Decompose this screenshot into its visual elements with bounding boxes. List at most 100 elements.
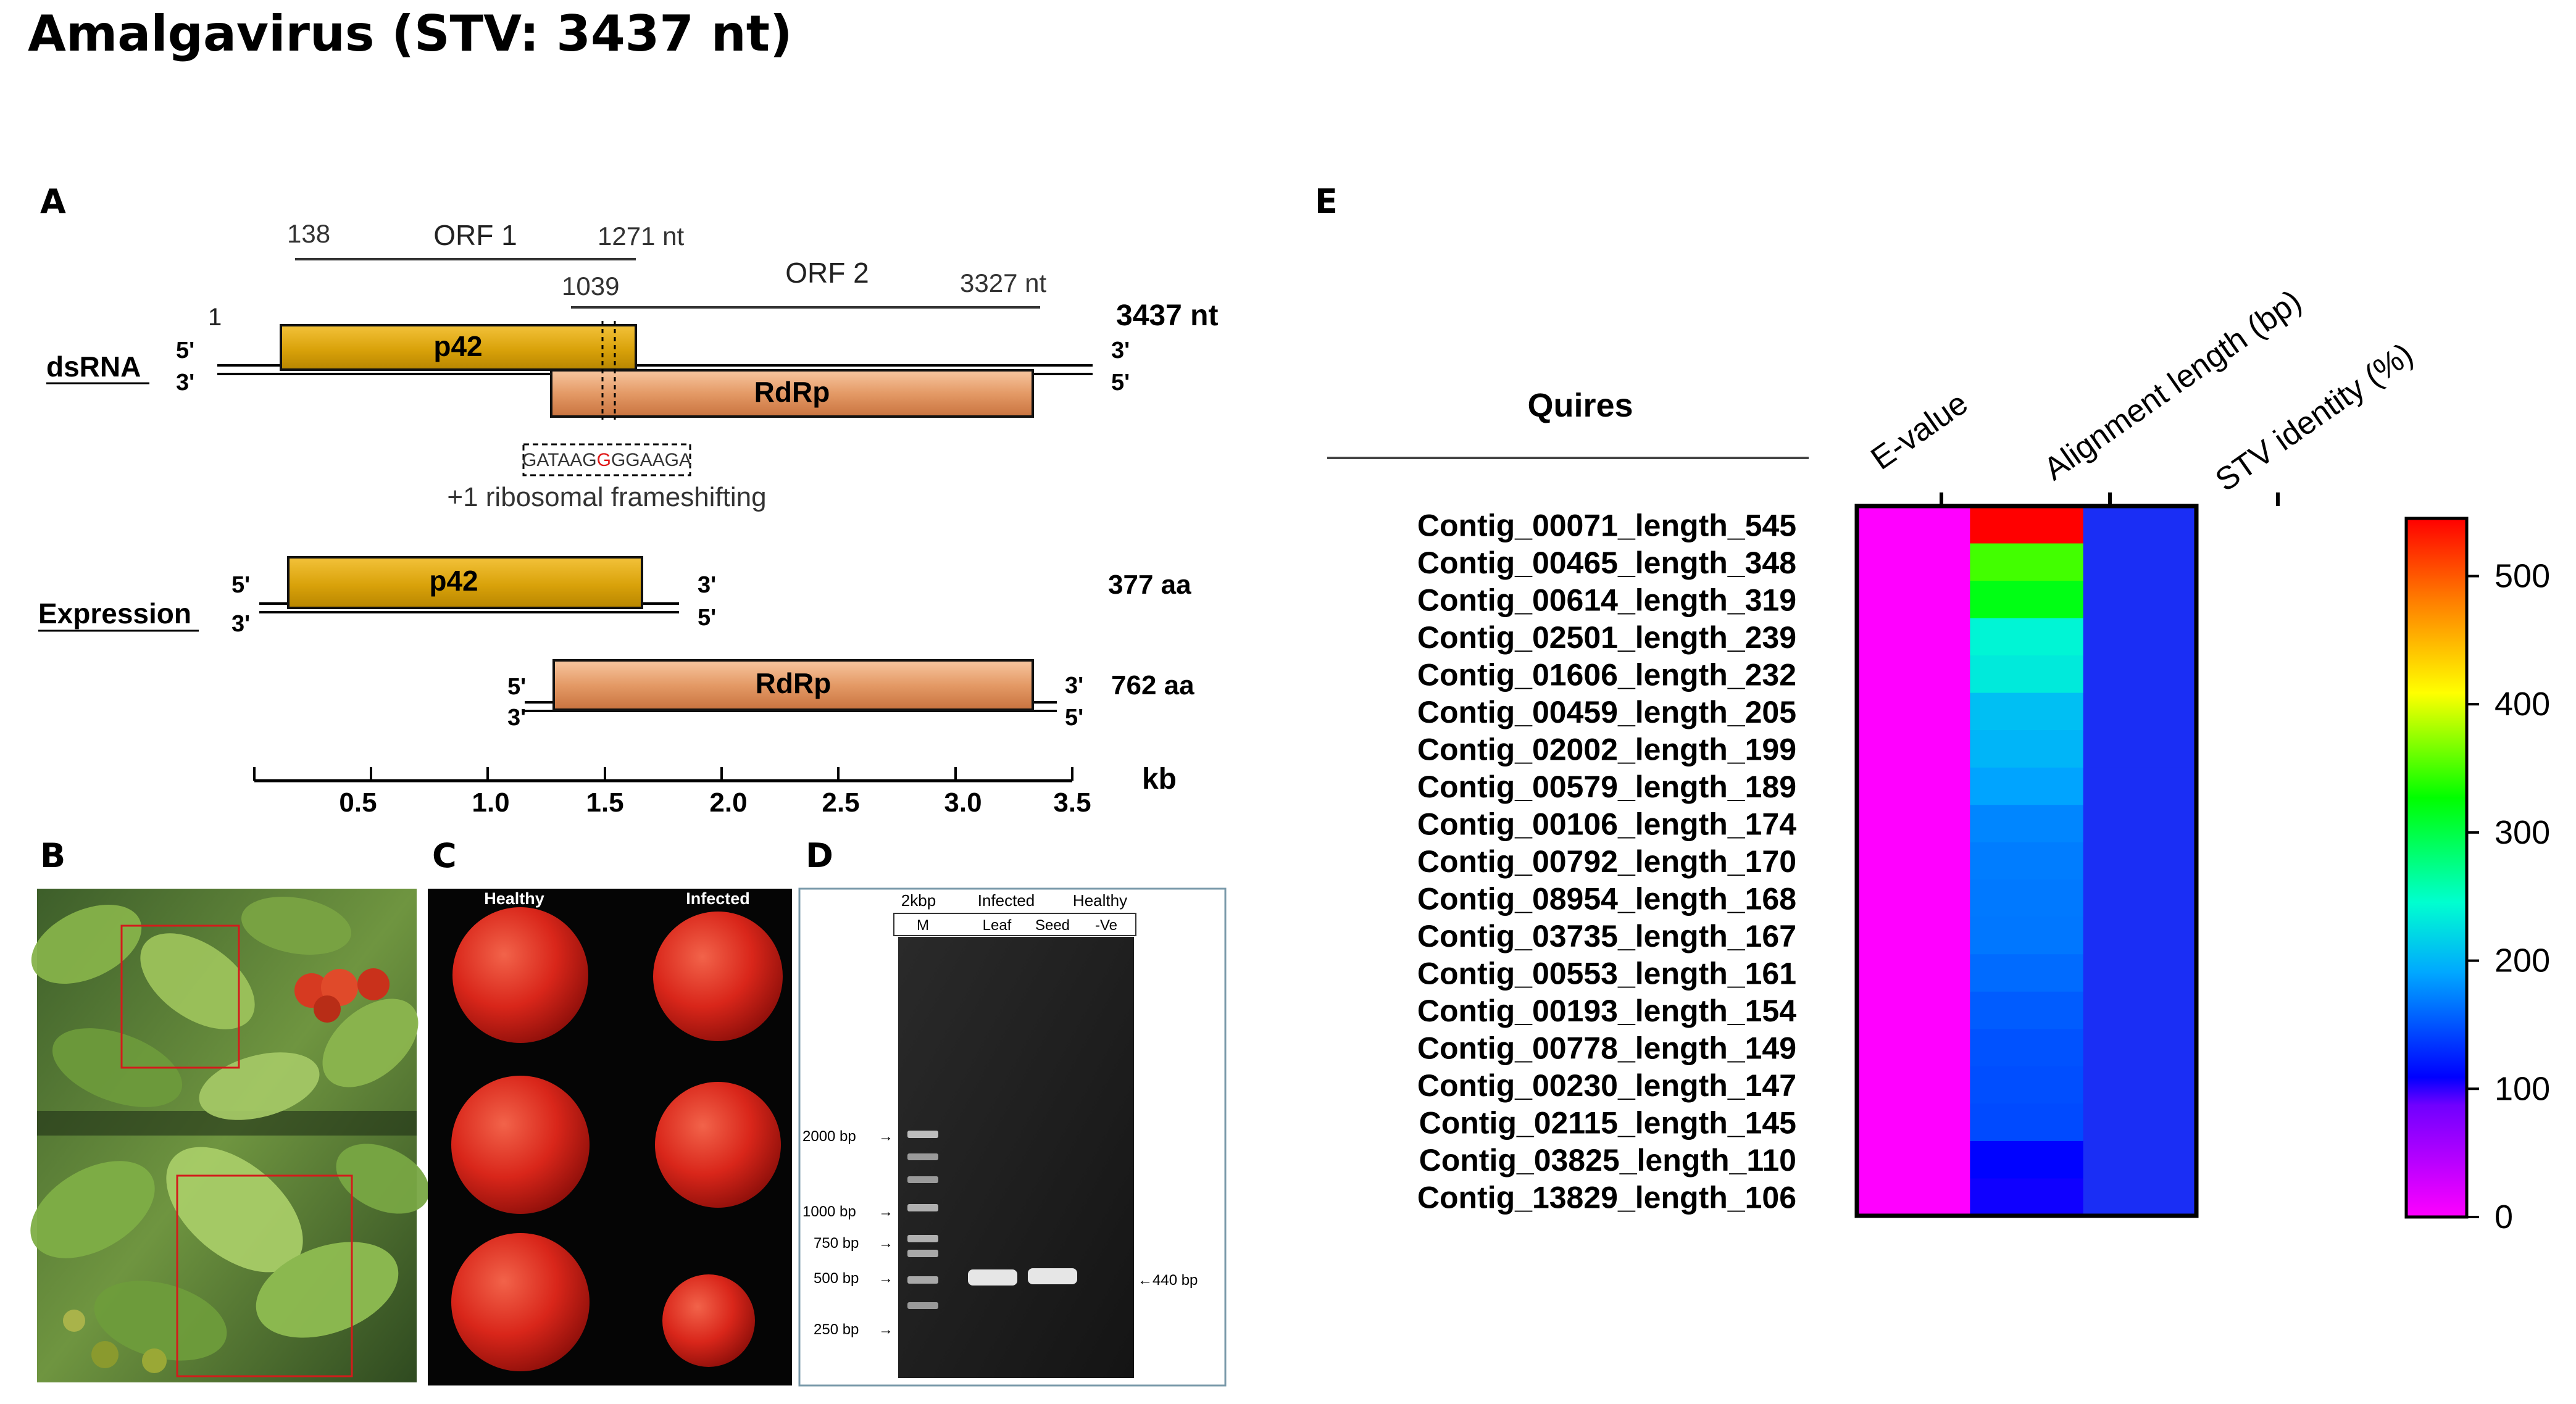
panel-d-label: D xyxy=(806,836,833,875)
row-label: Contig_03825_length_110 xyxy=(1419,1143,1796,1178)
gel-ladder-title: 2kbp xyxy=(901,891,936,910)
heatmap-cell-alignment-length xyxy=(1970,991,2084,1029)
row-label: Contig_00553_length_161 xyxy=(1417,957,1796,991)
ladder-arrow-1000: → xyxy=(878,1203,893,1220)
heatmap-cell-evalue xyxy=(1857,916,1970,955)
row-label: Contig_00106_length_174 xyxy=(1417,807,1796,841)
heatmap-cell-identity xyxy=(2083,879,2196,918)
heatmap-cell-evalue xyxy=(1857,954,1970,992)
heatmap-cell-identity xyxy=(2083,730,2196,768)
heatmap-cell-evalue xyxy=(1857,879,1970,918)
healthy-tomato-2 xyxy=(451,1076,590,1214)
healthy-tomato-1 xyxy=(452,907,588,1043)
heatmap-cell-alignment-length xyxy=(1970,692,2084,731)
ladder-label-250: 250 bp xyxy=(814,1321,859,1338)
ladder-arrow-500: → xyxy=(878,1270,893,1287)
orf1-label: ORF 1 xyxy=(433,219,517,251)
dsrna-label: dsRNA xyxy=(46,351,141,383)
row-label: Contig_03735_length_167 xyxy=(1417,919,1796,953)
expression-rdrp-box xyxy=(552,659,1034,711)
expression-p42-box xyxy=(287,556,643,609)
panel-a-label: A xyxy=(40,182,66,221)
heatmap-cell-alignment-length xyxy=(1970,805,2084,843)
contig-heatmap: Quires E-value Alignment length (bp) STV… xyxy=(1327,283,2550,1236)
heatmap-cell-alignment-length xyxy=(1970,581,2084,619)
p42-5prime: 5' xyxy=(231,572,250,598)
p42-3prime-left: 3' xyxy=(231,611,250,637)
heatmap-cell-identity xyxy=(2083,655,2196,694)
dsrna-rdrp-box xyxy=(550,369,1034,418)
row-label: Contig_00465_length_348 xyxy=(1417,546,1796,580)
colorbar-tick-label: 500 xyxy=(2495,557,2550,594)
colorbar-tick-label: 400 xyxy=(2495,686,2550,723)
heatmap-cell-alignment-length xyxy=(1970,767,2084,805)
frameshift-sequence: GATAAGGGGAAGA xyxy=(522,450,691,470)
healthy-label: Healthy xyxy=(484,889,544,908)
genome-length: 3437 nt xyxy=(1116,299,1218,332)
heatmap-cell-alignment-length xyxy=(1970,954,2084,992)
heatmap-cell-identity xyxy=(2083,1103,2196,1142)
heatmap-cell-evalue xyxy=(1857,692,1970,731)
rdrp-3prime-right: 3' xyxy=(1065,673,1083,699)
row-labels: Contig_00071_length_545Contig_00465_leng… xyxy=(1417,508,1796,1215)
ladder-label-2000: 2000 bp xyxy=(802,1128,856,1145)
tomato-fruit-photo: Healthy Infected xyxy=(428,889,792,1385)
orf2-end: 3327 nt xyxy=(960,268,1046,297)
infected-tomato-3 xyxy=(662,1274,755,1367)
p42-aa-length: 377 aa xyxy=(1108,570,1191,600)
leaf-band xyxy=(968,1269,1017,1286)
colorbar-tick-label: 300 xyxy=(2495,814,2550,851)
expression-p42-label: p42 xyxy=(429,565,478,597)
panel-c-label: C xyxy=(432,836,457,875)
heatmap-cell-evalue xyxy=(1857,1066,1970,1105)
ladder-arrow-250: → xyxy=(878,1321,893,1338)
healthy-tomato-3 xyxy=(451,1233,590,1371)
heatmap-cell-identity xyxy=(2083,805,2196,843)
frameshift-seq-post: GGAAGA xyxy=(611,450,691,470)
column-header-evalue: E-value xyxy=(1865,385,1975,477)
heatmap-cell-identity xyxy=(2083,991,2196,1029)
kb-tick-label: 3.5 xyxy=(1053,787,1091,818)
expression-rdrp-label: RdRp xyxy=(756,667,832,699)
row-label: Contig_02115_length_145 xyxy=(1419,1106,1796,1140)
p42-5prime-right: 5' xyxy=(698,605,716,631)
genome-diagram: 138 ORF 1 1271 nt 1039 ORF 2 3327 nt 1 3… xyxy=(38,219,1218,818)
heatmap-cell-evalue xyxy=(1857,581,1970,619)
ladder-label-500: 500 bp xyxy=(814,1270,859,1287)
heatmap-cell-identity xyxy=(2083,1178,2196,1216)
heatmap-cell-identity xyxy=(2083,916,2196,955)
heatmap-cell-identity xyxy=(2083,954,2196,992)
row-label: Contig_00579_length_189 xyxy=(1417,770,1796,804)
heatmap-cell-evalue xyxy=(1857,618,1970,656)
heatmap-cell-alignment-length xyxy=(1970,506,2084,544)
ladder-arrow-750: → xyxy=(878,1235,893,1252)
frameshift-caption: +1 ribosomal frameshifting xyxy=(447,482,766,512)
highlight-box-upper xyxy=(120,924,240,1069)
heatmap-cell-identity xyxy=(2083,842,2196,880)
heatmap-cell-alignment-length xyxy=(1970,1178,2084,1216)
heatmap-cell-alignment-length xyxy=(1970,543,2084,581)
row-label: Contig_00230_length_147 xyxy=(1417,1068,1796,1103)
heatmap-cell-alignment-length xyxy=(1970,1103,2084,1142)
heatmap-cell-identity xyxy=(2083,767,2196,805)
rdrp-3prime-left: 3' xyxy=(507,705,526,731)
heatmap-cell-evalue xyxy=(1857,991,1970,1029)
dsrna-p42-box xyxy=(280,324,637,371)
rt-pcr-gel: 2kbp Infected Healthy M Leaf Seed -Ve 20… xyxy=(798,887,1227,1387)
tomato-fruits xyxy=(63,968,390,1373)
frameshift-sequence-box xyxy=(522,443,691,476)
heatmap-cell-identity xyxy=(2083,1029,2196,1067)
genome-position-1: 1 xyxy=(208,304,222,331)
heatmap-cell-alignment-length xyxy=(1970,730,2084,768)
kb-tick-label: 2.0 xyxy=(709,787,747,818)
heatmap-cell-identity xyxy=(2083,1140,2196,1179)
kb-scale-ticks xyxy=(253,767,1073,781)
rdrp-aa-length: 762 aa xyxy=(1111,670,1194,700)
heatmap-cells xyxy=(1857,506,2196,1216)
panel-b-label: B xyxy=(40,836,66,875)
seed-band xyxy=(1028,1268,1077,1284)
dsrna-3prime-right: 3' xyxy=(1111,338,1130,363)
kb-tick-label: 0.5 xyxy=(339,787,377,818)
row-label: Contig_13829_length_106 xyxy=(1417,1181,1796,1215)
